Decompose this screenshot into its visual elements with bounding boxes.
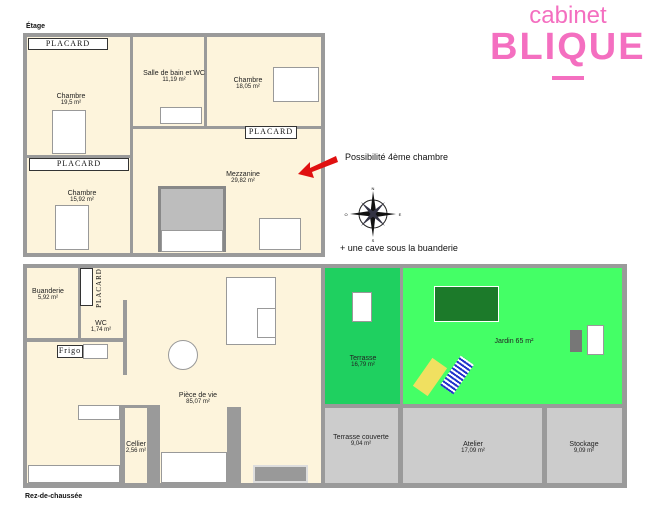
compass-e: E — [399, 212, 402, 217]
bed — [52, 110, 86, 154]
compass-o: O — [344, 212, 347, 217]
note-cellar: + une cave sous la buanderie — [340, 243, 458, 253]
wall — [27, 338, 123, 342]
room-piece-de-vie — [27, 268, 321, 483]
bed — [273, 67, 319, 102]
dining-table — [168, 340, 198, 370]
note-fourth-bedroom: Possibilité 4ème chambre — [345, 152, 449, 162]
placard-2: PLACARD — [245, 126, 297, 139]
outdoor-table — [570, 330, 582, 352]
wall — [78, 268, 81, 338]
room-label: Jardin 65 m² — [494, 338, 534, 345]
stairs — [161, 230, 223, 252]
compass-rose-icon: N S E O — [344, 186, 402, 243]
room-terrasse — [325, 268, 400, 404]
compass-n: N — [372, 186, 375, 191]
upper-floor-title: Étage — [26, 23, 46, 30]
kitchen-island — [78, 405, 120, 420]
red-arrow-icon — [298, 156, 338, 178]
room-cellier — [125, 408, 147, 483]
wall — [227, 407, 241, 483]
fireplace — [253, 465, 308, 483]
ground-floor-title: Rez-de-chaussée — [25, 493, 83, 500]
logo-line2: BLIQUE — [490, 26, 646, 68]
placard-1: PLACARD — [28, 38, 108, 50]
compass-s: S — [372, 238, 375, 243]
room-stockage — [547, 408, 622, 483]
desk — [259, 218, 301, 250]
bathtub — [160, 107, 202, 124]
logo-underline — [552, 76, 584, 80]
outdoor-table-rect — [352, 292, 372, 322]
placard-3: PLACARD — [29, 158, 129, 171]
ping-pong-table — [434, 286, 499, 322]
stairs — [161, 452, 227, 483]
coffee-table — [257, 308, 276, 338]
room-atelier — [403, 408, 542, 483]
logo: cabinet BLIQUE — [490, 2, 645, 82]
kitchen-counter — [28, 465, 120, 483]
room-terrasse-couverte — [325, 408, 398, 483]
fridge-counter — [83, 344, 108, 359]
outdoor-sofa — [587, 325, 604, 355]
logo-line1: cabinet — [529, 2, 607, 29]
bed — [55, 205, 89, 250]
placard-ground: PLACARD — [80, 268, 103, 308]
wall — [123, 300, 127, 375]
frigo: Frigo — [57, 345, 83, 358]
